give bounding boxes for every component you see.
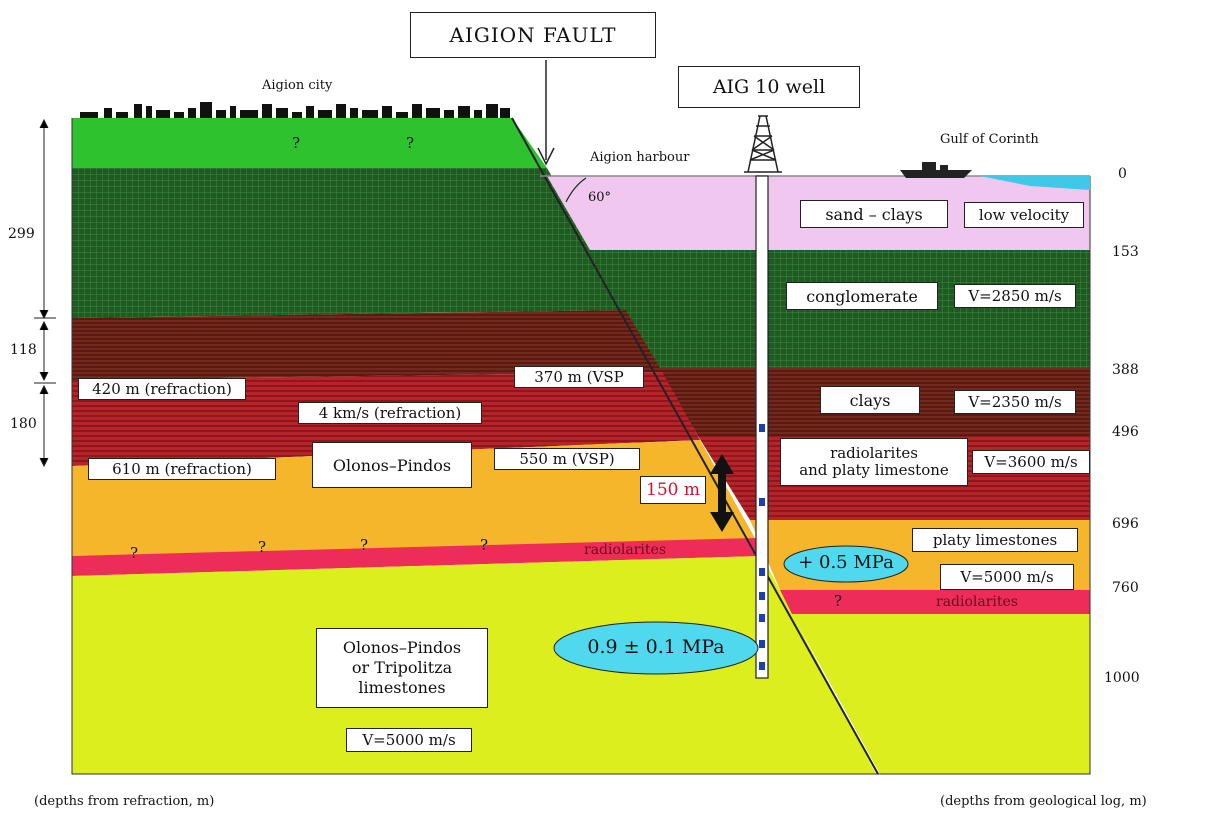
lower-unit-line2: or Tripolitza (351, 658, 453, 677)
conglomerate-velocity-label: V=2850 m/s (954, 284, 1076, 308)
city-label: Aigion city (262, 78, 333, 93)
gulf-label: Gulf of Corinth (940, 132, 1039, 147)
question-mark: ? (130, 544, 139, 562)
footer-right-note: (depths from geological log, m) (940, 794, 1147, 809)
question-mark: ? (292, 134, 301, 152)
ship-icon (900, 162, 972, 178)
fault-angle-label: 60° (588, 190, 612, 205)
harbour-label: Aigion harbour (590, 150, 690, 165)
radiolarites-velocity-label: V=3600 m/s (972, 450, 1090, 474)
right-depth-0: 0 (1118, 166, 1127, 182)
lower-unit-line3: limestones (358, 678, 446, 697)
left-depth-markers (34, 118, 56, 468)
right-radiolarites-label: radiolarites (936, 594, 1018, 610)
sea-water (980, 176, 1090, 190)
left-radiolarites-label: radiolarites (584, 542, 666, 558)
fault-line (511, 117, 879, 775)
right-depth-153: 153 (1112, 244, 1139, 260)
olonos-pindos-label: Olonos–Pindos (312, 442, 472, 488)
refraction-610-label: 610 m (refraction) (88, 458, 276, 480)
right-depth-760: 760 (1112, 580, 1139, 596)
platy-velocity-label: V=5000 m/s (940, 564, 1074, 590)
radiolarites-platy-line2: and platy limestone (799, 461, 949, 479)
conglomerate-label: conglomerate (786, 282, 938, 310)
left-depth-118: 118 (10, 342, 37, 358)
fault-arrow-head (537, 147, 555, 166)
vsp-370-label: 370 m (VSP (514, 366, 644, 388)
pressure-upper-label: + 0.5 MPa (798, 552, 894, 573)
refraction-4kms-label: 4 km/s (refraction) (298, 402, 482, 424)
left-clay-layer (72, 310, 664, 380)
fault-angle-arc (565, 177, 587, 203)
surface-green-layer (72, 118, 547, 168)
city-skyline-icon (80, 102, 510, 118)
right-question-mark: ? (834, 592, 843, 610)
pressure-lower-label: 0.9 ± 0.1 MPa (587, 636, 725, 658)
right-radiolarite-band (780, 590, 1090, 614)
refraction-420-label: 420 m (refraction) (78, 378, 246, 400)
fault-title-box: AIGION FAULT (410, 12, 656, 58)
well-packers (759, 424, 765, 670)
question-mark: ? (480, 536, 489, 554)
lower-unit-label: Olonos–Pindos or Tripolitza limestones (316, 628, 488, 708)
footer-left-note: (depths from refraction, m) (34, 794, 215, 809)
left-depth-299: 299 (8, 226, 35, 242)
radiolarites-platy-label: radiolarites and platy limestone (780, 438, 968, 486)
clays-label: clays (820, 386, 920, 414)
sand-clays-label: sand – clays (800, 200, 948, 228)
offset-label: 150 m (640, 476, 706, 504)
lower-velocity-label: V=5000 m/s (346, 728, 472, 752)
pressure-ellipse-lower (553, 621, 759, 675)
right-lower-unit (792, 614, 1090, 774)
section-outline (71, 118, 1091, 775)
clays-velocity-label: V=2350 m/s (954, 390, 1076, 414)
drilling-derrick-icon (744, 115, 782, 173)
left-radiolarite-band (72, 538, 762, 576)
left-depth-180: 180 (10, 416, 37, 432)
question-mark: ? (258, 538, 267, 556)
lower-unit-line1: Olonos–Pindos (342, 638, 462, 657)
right-depth-496: 496 (1112, 424, 1139, 440)
question-mark: ? (360, 536, 369, 554)
radiolarites-platy-line1: radiolarites (830, 444, 918, 462)
offset-double-arrow (710, 454, 734, 532)
low-velocity-label: low velocity (964, 202, 1084, 228)
right-depth-1000: 1000 (1104, 670, 1140, 686)
platy-limestones-label: platy limestones (912, 528, 1078, 552)
well-title-box: AIG 10 well (678, 66, 860, 108)
vsp-550-label: 550 m (VSP) (494, 448, 640, 470)
left-conglomerate-layer (72, 168, 628, 318)
question-mark: ? (406, 134, 415, 152)
right-depth-696: 696 (1112, 516, 1139, 532)
right-depth-388: 388 (1112, 362, 1139, 378)
pressure-ellipse-upper (783, 545, 909, 583)
